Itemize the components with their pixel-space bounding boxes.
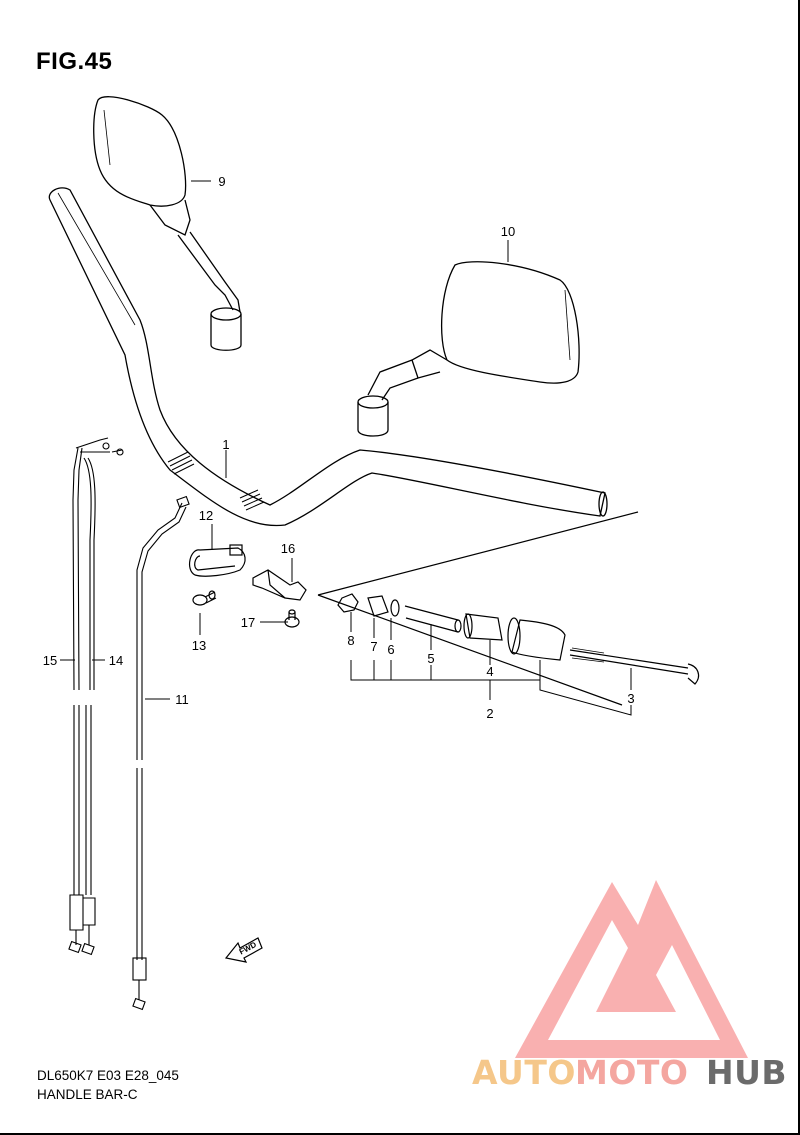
- callout-9: 9: [218, 174, 225, 189]
- figure-code: DL650K7 E03 E28_045: [37, 1068, 179, 1083]
- screw-13: [192, 590, 217, 606]
- left-mirror: [93, 96, 242, 351]
- callout-4: 4: [486, 664, 493, 679]
- bar-end-assembly: [317, 511, 700, 706]
- watermark-text: AUTO MOTO HUB: [472, 1053, 787, 1092]
- handlebar: [48, 187, 608, 527]
- watermark-hub: HUB: [706, 1053, 787, 1092]
- watermark-moto: MOTO: [575, 1053, 688, 1092]
- throttle-cables: [68, 437, 124, 956]
- watermark-logo: [515, 880, 748, 1058]
- watermark-auto: AUTO: [472, 1053, 576, 1092]
- callout-6: 6: [387, 642, 394, 657]
- callout-8: 8: [347, 633, 354, 648]
- clutch-cable: [132, 495, 190, 1011]
- cable-clamp: [188, 544, 246, 577]
- callout-7: 7: [370, 639, 377, 654]
- handlebar-grip-marks: [167, 451, 265, 511]
- callout-5: 5: [427, 651, 434, 666]
- screw-17: [284, 609, 300, 628]
- callout-labels: 1 2 3 4 5 6 7 8 9 10 11 12 13 14 15 16 1…: [43, 174, 635, 721]
- figure-footer: DL650K7 E03 E28_045 HANDLE BAR-C: [37, 1066, 179, 1104]
- figure-name: HANDLE BAR-C: [37, 1087, 138, 1102]
- callout-10: 10: [501, 224, 515, 239]
- right-mirror: [357, 261, 580, 437]
- callout-16: 16: [281, 541, 295, 556]
- callout-1: 1: [222, 437, 229, 452]
- callout-3: 3: [627, 691, 634, 706]
- figure-title: FIG.45: [36, 48, 113, 75]
- leader-lines: [60, 180, 632, 716]
- callout-15: 15: [43, 653, 57, 668]
- callout-11: 11: [175, 692, 189, 707]
- bracket-16: [252, 569, 307, 601]
- callout-2: 2: [486, 706, 493, 721]
- callout-14: 14: [109, 653, 123, 668]
- callout-13: 13: [192, 638, 206, 653]
- callout-17: 17: [241, 615, 255, 630]
- fwd-arrow: FWD: [224, 937, 263, 963]
- callout-12: 12: [199, 508, 213, 523]
